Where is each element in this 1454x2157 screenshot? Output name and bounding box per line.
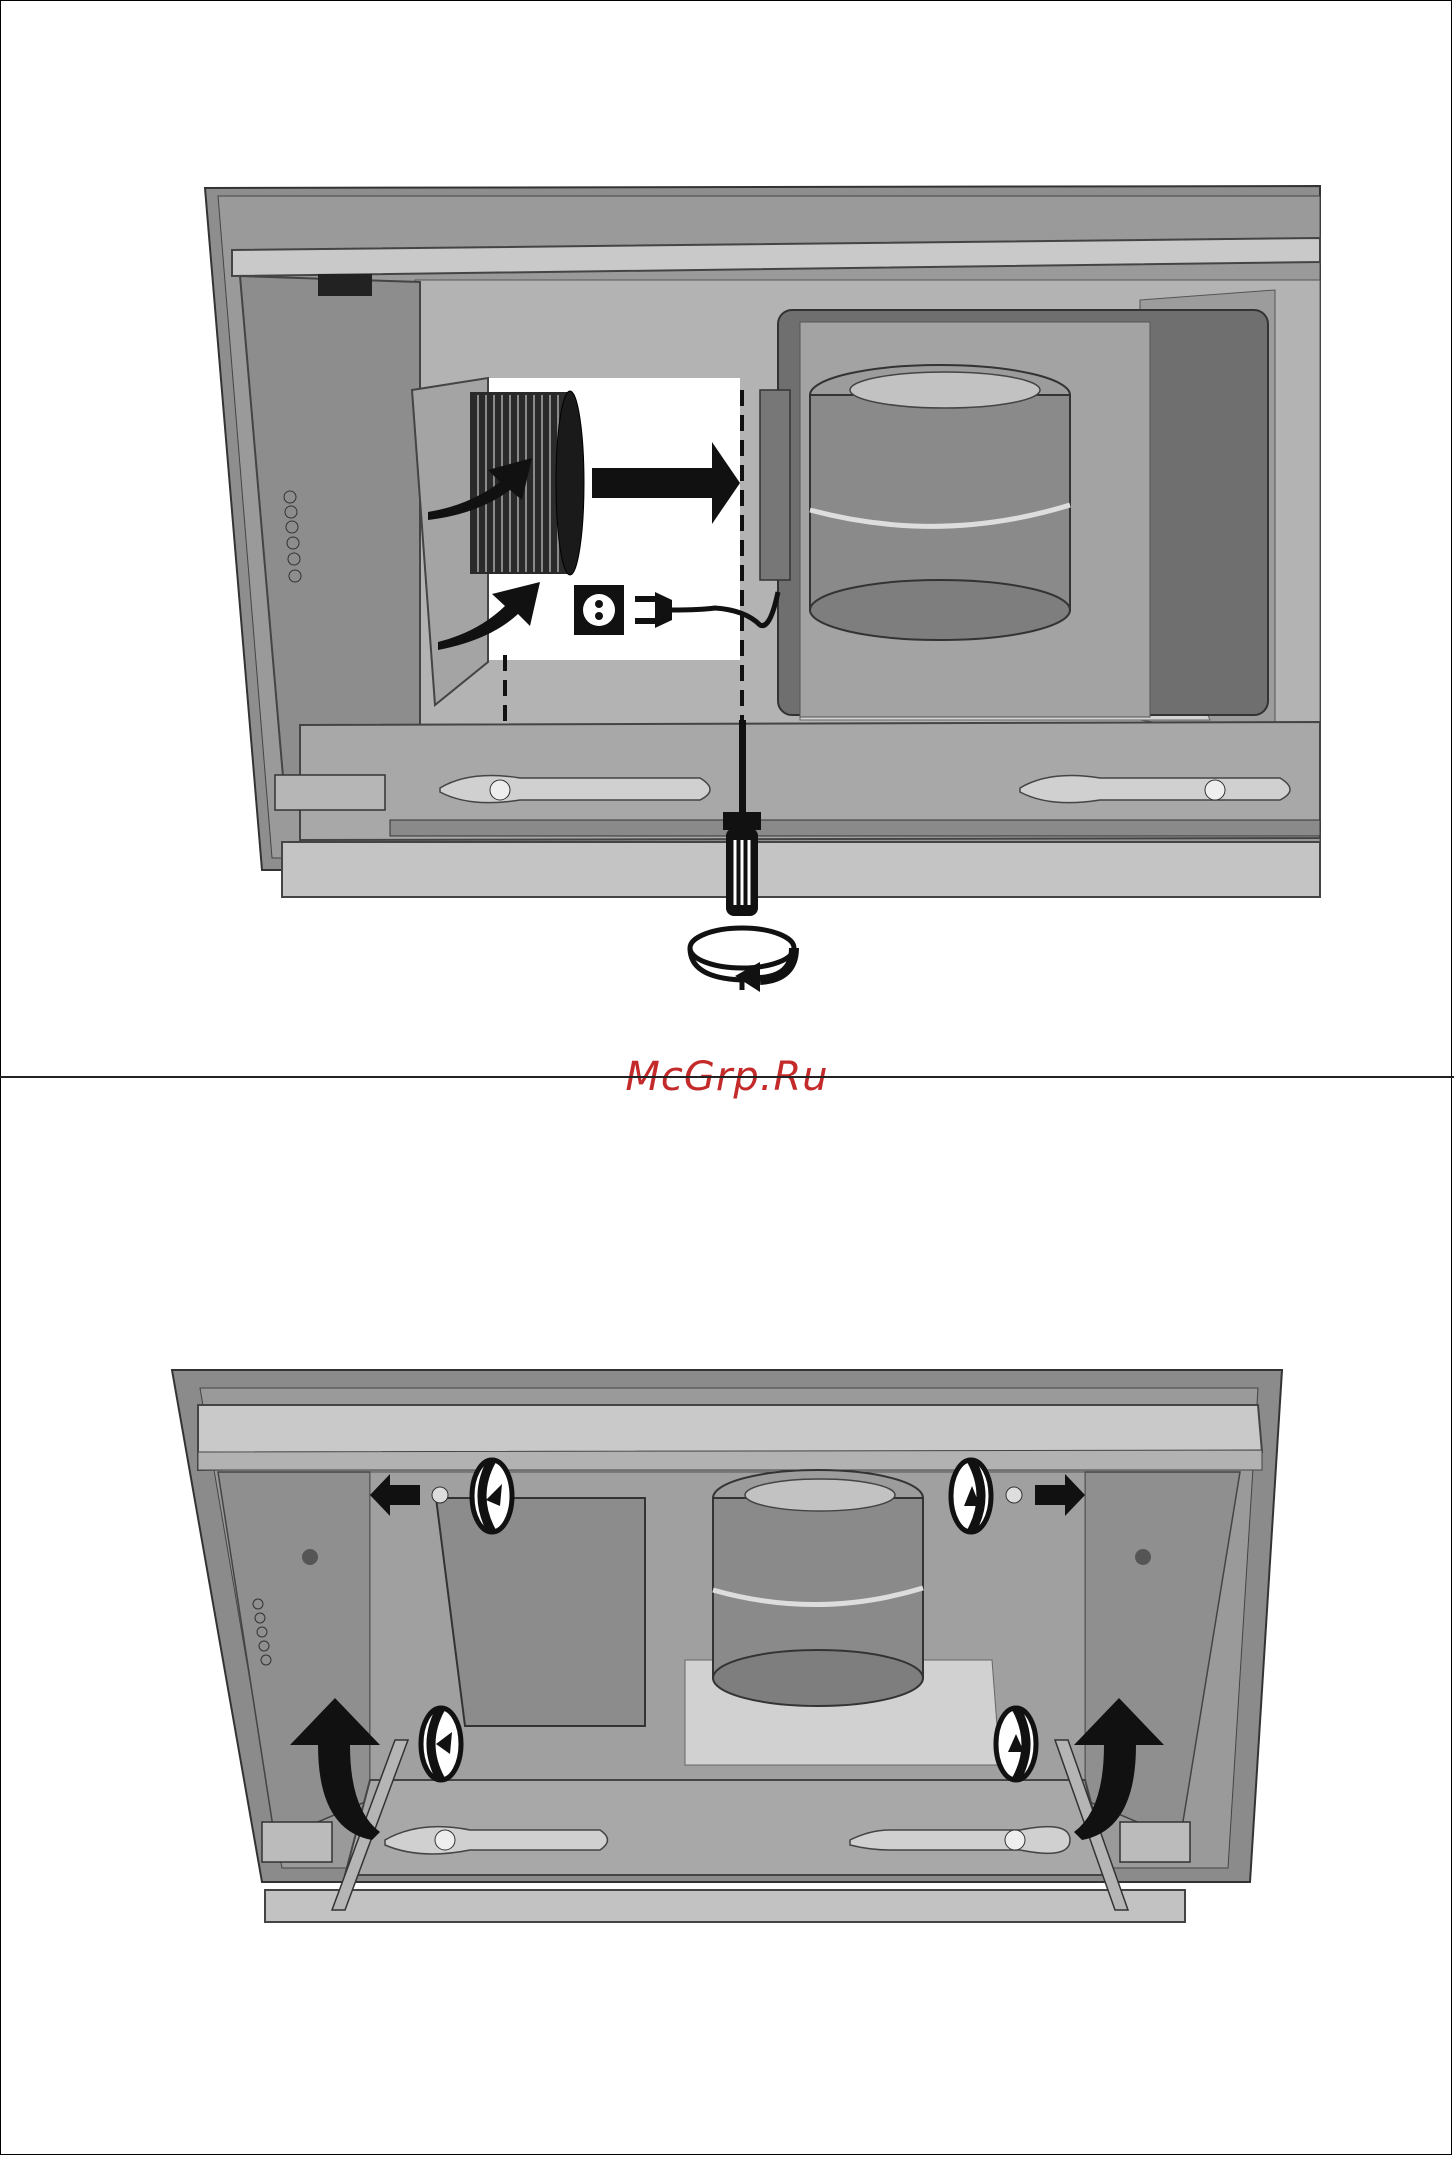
rotate-icon [996, 1708, 1036, 1780]
rotate-icon [951, 1460, 991, 1532]
rotate-icon [421, 1708, 461, 1780]
rotate-icon [472, 1460, 512, 1532]
step-illustration-lift-frame [0, 1078, 1454, 2155]
blower-motor [713, 1470, 923, 1706]
step-illustration-remove-motor [0, 0, 1454, 1076]
duct-hose [470, 391, 584, 575]
rotate-icon [690, 928, 794, 992]
